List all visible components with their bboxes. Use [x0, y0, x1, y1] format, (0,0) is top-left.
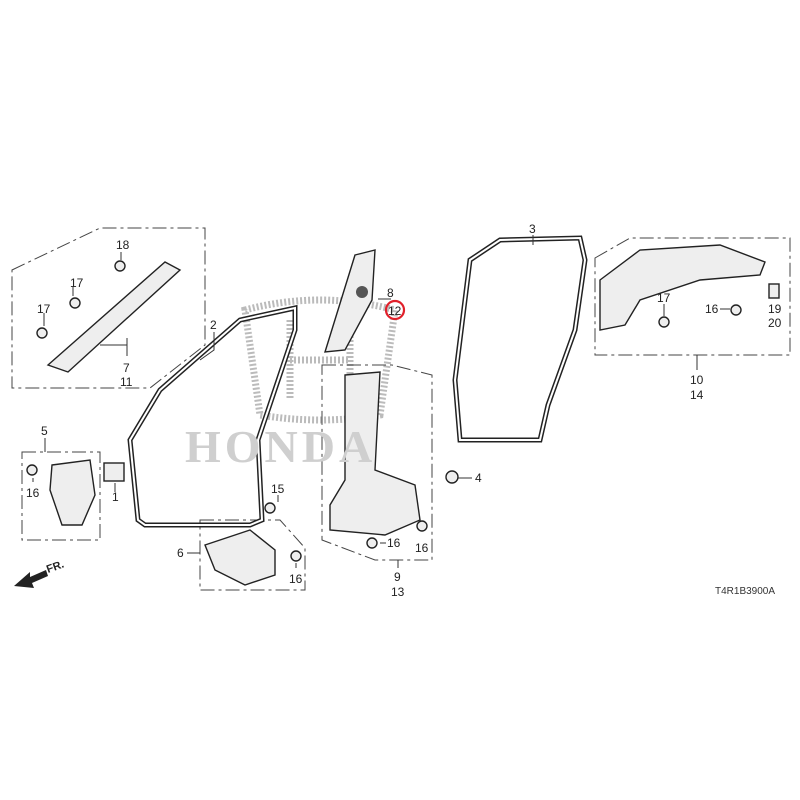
callout-12[interactable]: 12 [388, 304, 402, 318]
clip-17c [658, 316, 670, 328]
callout-13[interactable]: 13 [391, 585, 405, 599]
callout-16[interactable]: 16 [415, 541, 429, 555]
callout-16[interactable]: 16 [289, 572, 303, 586]
callout-7[interactable]: 7 [123, 361, 130, 375]
callout-9[interactable]: 9 [394, 570, 401, 584]
pad-1 [103, 462, 125, 482]
rear-side-garnish [599, 244, 766, 331]
screw-15 [264, 502, 276, 514]
callout-19[interactable]: 19 [768, 302, 782, 316]
callout-16[interactable]: 16 [705, 302, 719, 316]
callout-6[interactable]: 6 [177, 546, 184, 560]
callout-20[interactable]: 20 [768, 316, 782, 330]
callout-14[interactable]: 14 [690, 388, 704, 402]
clip-17a [69, 297, 81, 309]
callout-8[interactable]: 8 [387, 286, 394, 300]
callout-2[interactable]: 2 [210, 318, 217, 332]
side-sill-bracket [204, 529, 276, 586]
clip-17b [36, 327, 48, 339]
clip-16e [416, 520, 428, 532]
callout-10[interactable]: 10 [690, 373, 704, 387]
bolt-4 [445, 470, 459, 484]
callout-17[interactable]: 17 [657, 291, 671, 305]
group-box-10-14 [594, 237, 791, 356]
center-pillar-upper [324, 249, 376, 353]
clip-16c [290, 550, 302, 562]
center-pillar-lower [329, 371, 421, 536]
callout-5[interactable]: 5 [41, 424, 48, 438]
callout-15[interactable]: 15 [271, 482, 285, 496]
callout-17[interactable]: 17 [37, 302, 51, 316]
group-box-7-11 [11, 227, 206, 389]
diagram-code: T4R1B3900A [715, 586, 775, 597]
callout-4[interactable]: 4 [475, 471, 482, 485]
callout-3[interactable]: 3 [529, 222, 536, 236]
callout-18[interactable]: 18 [116, 238, 130, 252]
callout-17[interactable]: 17 [70, 276, 84, 290]
group-box-5 [21, 451, 101, 541]
clip-16d [366, 537, 378, 549]
callout-16[interactable]: 16 [387, 536, 401, 550]
callout-16[interactable]: 16 [26, 486, 40, 500]
group-box-6 [199, 519, 306, 591]
clip-16a [730, 304, 742, 316]
callout-11[interactable]: 11 [120, 375, 133, 389]
highlight-circle-12 [384, 299, 406, 321]
watermark-text: HONDA [185, 421, 376, 472]
seatbelt-anchor [356, 286, 368, 298]
clip-16b [26, 464, 38, 476]
callout-1[interactable]: 1 [112, 490, 119, 504]
front-arrow-icon [14, 570, 48, 588]
direction-label: FR. [45, 558, 66, 575]
rear-door-weatherstrip [452, 235, 588, 443]
kick-panel [49, 459, 96, 526]
clip-18 [114, 260, 126, 272]
group-box-9-13 [321, 364, 433, 561]
leader-lines [32, 235, 730, 568]
clip-19-20 [768, 283, 780, 299]
pillar-garnish-front [46, 261, 182, 373]
